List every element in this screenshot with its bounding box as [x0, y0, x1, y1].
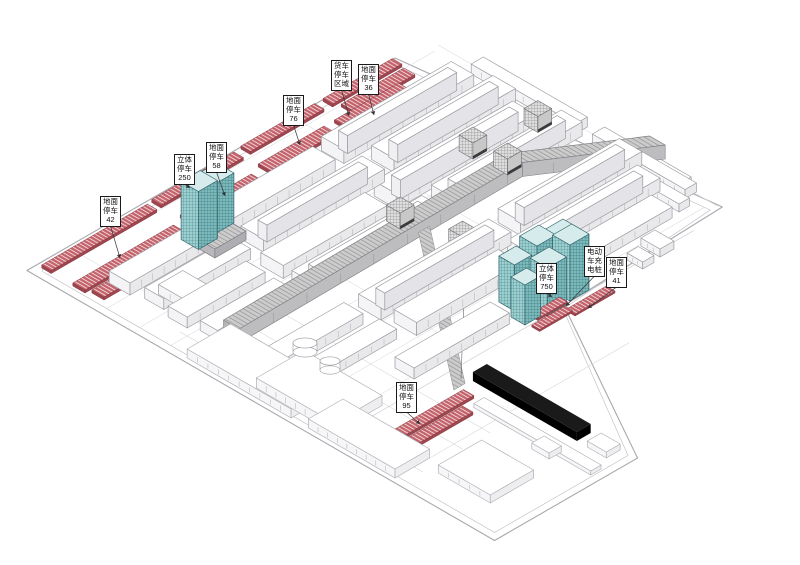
leader-lines [110, 89, 617, 425]
leader-arrow [588, 304, 593, 308]
leader-arrow [566, 301, 570, 306]
leader-arrow [221, 191, 226, 196]
leader-arrow [296, 140, 301, 145]
leader-arrow [185, 184, 190, 188]
elevated-walkway [223, 135, 666, 391]
leader-arrow [371, 111, 376, 115]
leader-arrow [345, 111, 351, 116]
leader-arrow [116, 253, 122, 258]
leader-arrow [415, 420, 420, 424]
rooftop-pavilions [385, 100, 553, 254]
leader-arrow [547, 293, 552, 297]
